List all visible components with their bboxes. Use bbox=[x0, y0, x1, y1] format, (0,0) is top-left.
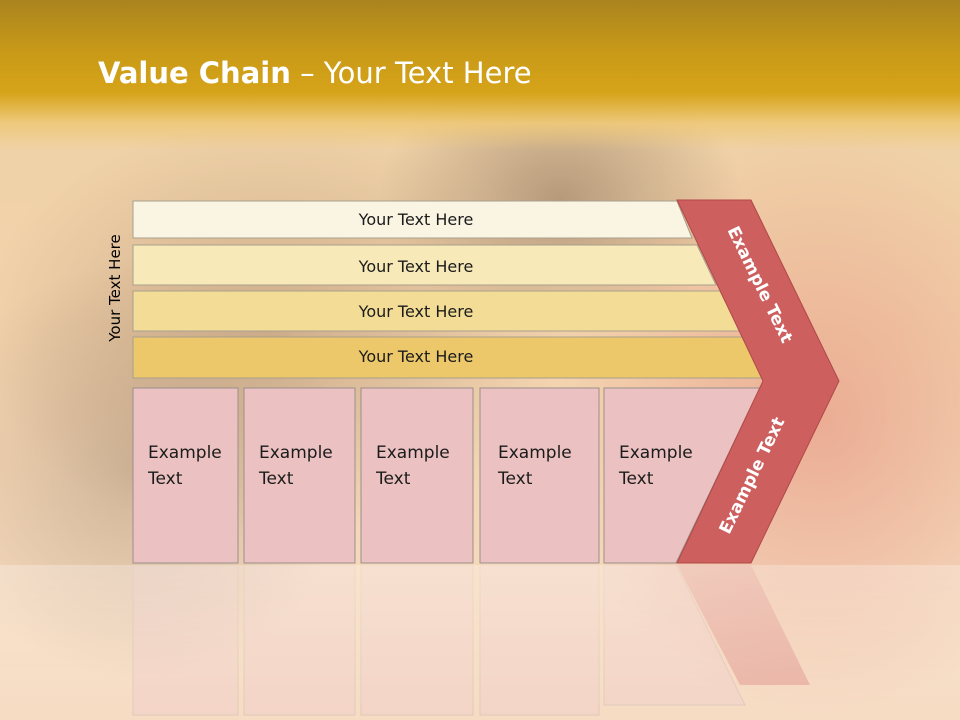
row-4-label: Your Text Here bbox=[358, 347, 474, 366]
activity-box-4-label: Example Text bbox=[498, 440, 598, 492]
activity-box-2-text: Example Text bbox=[259, 443, 333, 489]
activity-box-1-label: Example Text bbox=[148, 440, 248, 492]
header-band bbox=[0, 0, 960, 150]
row-2-label: Your Text Here bbox=[358, 257, 474, 276]
reflection-shapes bbox=[0, 565, 960, 720]
activity-box-2-label: Example Text bbox=[259, 440, 359, 492]
row-stack: Your Text Here Your Text Here Your Text … bbox=[132, 200, 764, 379]
row-1-label: Your Text Here bbox=[358, 210, 474, 229]
activity-boxes bbox=[132, 387, 761, 564]
activity-box-2[interactable] bbox=[243, 387, 356, 564]
chevron-shape[interactable] bbox=[676, 199, 840, 564]
title-bold: Value Chain bbox=[98, 56, 291, 90]
activity-box-5-label: Example Text bbox=[619, 440, 719, 492]
reflection bbox=[0, 565, 960, 720]
activity-box-4[interactable] bbox=[479, 387, 600, 564]
activity-box-3-label: Example Text bbox=[376, 440, 476, 492]
activity-box-5[interactable] bbox=[603, 387, 761, 564]
activity-box-4-text: Example Text bbox=[498, 443, 572, 489]
activity-box-3[interactable] bbox=[360, 387, 474, 564]
activity-box-5-text: Example Text bbox=[619, 443, 693, 489]
row-2[interactable] bbox=[132, 244, 717, 286]
title-rest: – Your Text Here bbox=[290, 56, 532, 90]
activity-box-3-text: Example Text bbox=[376, 443, 450, 489]
activity-box-1[interactable] bbox=[132, 387, 239, 564]
row-3-label: Your Text Here bbox=[358, 302, 474, 321]
slide-title: Value Chain – Your Text Here bbox=[98, 56, 532, 90]
row-1[interactable] bbox=[132, 200, 693, 239]
activity-box-1-text: Example Text bbox=[148, 443, 222, 489]
